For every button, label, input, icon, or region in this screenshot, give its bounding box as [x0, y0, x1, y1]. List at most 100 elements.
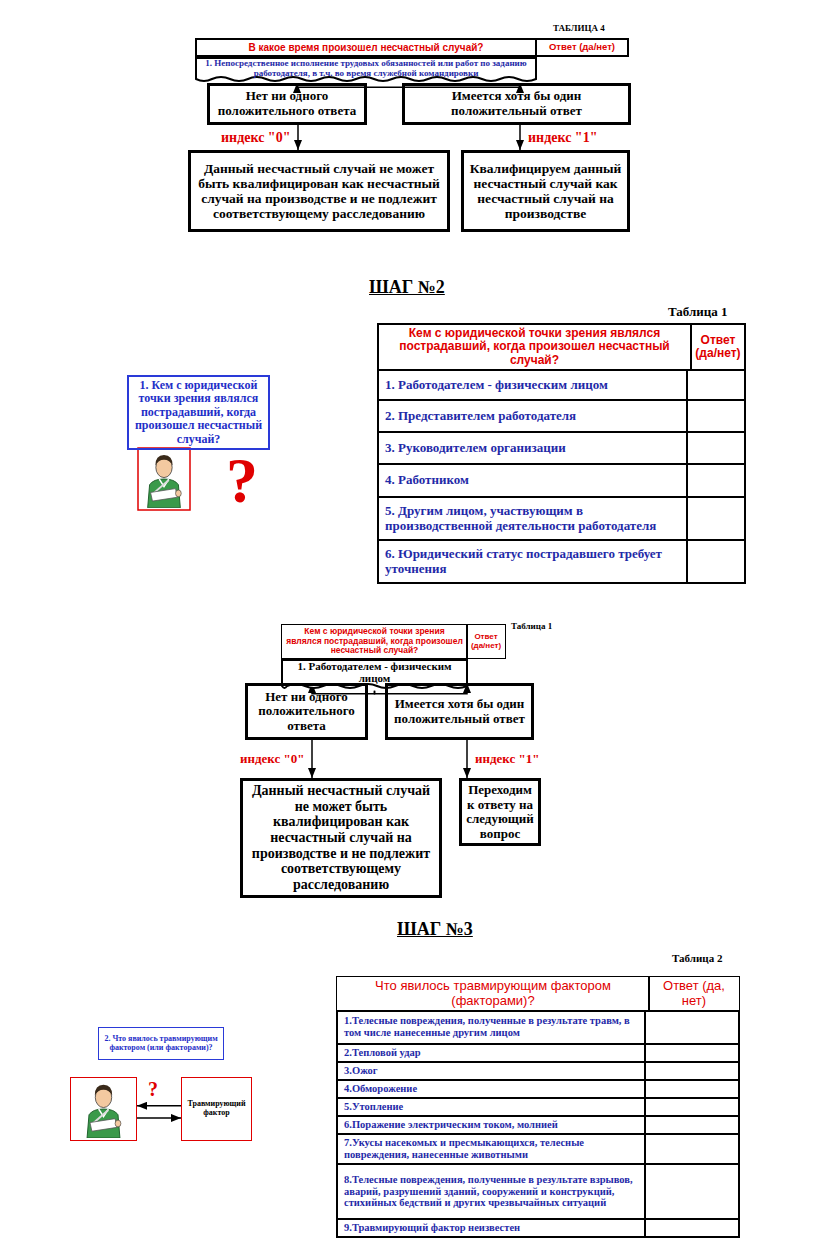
answer-cell: [644, 1165, 738, 1218]
node-text: Ответ (да, нет): [653, 979, 735, 1008]
question-mark: ?: [226, 446, 258, 516]
table-row: 2. Представителем работодателя: [377, 399, 746, 433]
edge-label: индекс "1": [528, 130, 597, 145]
connector-arrow: [137, 1117, 181, 1119]
table-row: 3. Руководителем организации: [377, 431, 746, 465]
node-text: 2. Что явилось травмирующим фактором (ил…: [103, 1035, 219, 1053]
edge-label: индекс "0": [221, 130, 290, 145]
table-row: 2.Тепловой удар: [336, 1043, 740, 1063]
node-text: Переходим к ответу на следующий вопрос: [466, 783, 534, 841]
person-icon: [148, 455, 182, 508]
answer-cell: [686, 541, 744, 582]
process-box: Переходим к ответу на следующий вопрос: [459, 778, 541, 846]
connector-arrow: [311, 740, 313, 778]
connector-arrow: [466, 740, 468, 778]
node-text: 4. Работником: [385, 473, 469, 488]
node-text: 5.Утопление: [344, 1101, 403, 1113]
node-text: 1.Телесные повреждения, полученные в рез…: [344, 1015, 640, 1039]
node-text: 5. Другим лицом, участвующим в производс…: [385, 504, 682, 533]
connector-arrow: [137, 1105, 181, 1107]
answer-cell: [644, 1099, 738, 1115]
answer-cell: [644, 1063, 738, 1079]
table-row: 1.Телесные повреждения, полученные в рез…: [336, 1010, 740, 1045]
node-text: 4.Обморожение: [344, 1083, 417, 1095]
node-text: 2.Тепловой удар: [344, 1047, 421, 1059]
answer-cell: [644, 1081, 738, 1097]
answer-cell: [686, 433, 744, 463]
table-caption: Таблица 1: [668, 305, 728, 319]
step-heading: ШАГ №3: [397, 920, 473, 940]
process-box: Данный несчастный случай не может быть к…: [188, 150, 450, 232]
answer-cell: [686, 371, 744, 399]
node-text: 3. Руководителем организации: [385, 441, 566, 456]
process-box: Кем с юридической точки зрения являлся п…: [281, 624, 468, 659]
table-row: 5.Утопление: [336, 1097, 740, 1117]
node-text: 3.Ожог: [344, 1065, 378, 1077]
node-text: Данный несчастный случай не может быть к…: [195, 161, 443, 221]
answer-cell: [686, 401, 744, 431]
step-heading: ШАГ №2: [369, 278, 445, 298]
node-text: 7.Укусы насекомых и пресмыкающихся, теле…: [344, 1137, 640, 1161]
process-box: Данный несчастный случай не может быть к…: [240, 778, 442, 898]
node-text: Нет ни одного положительного ответа: [214, 89, 360, 118]
person-frame: [138, 448, 190, 510]
node-text: Что явилось травмирующим фактором (факто…: [341, 979, 645, 1008]
connector-arrow: [297, 125, 299, 150]
table-row: 4. Работником: [377, 463, 746, 498]
process-box: 1. Кем с юридической точки зрения являлс…: [127, 375, 270, 450]
process-box: Ответ (да/нет): [466, 624, 506, 659]
table-row: 7.Укусы насекомых и пресмыкающихся, теле…: [336, 1133, 740, 1165]
table-caption: ТАБЛИЦА 4: [553, 24, 605, 34]
answer-cell: [686, 498, 744, 539]
answer-cell: [644, 1220, 738, 1236]
answer-cell: [644, 1012, 738, 1043]
node-text: 9.Травмирующий фактор неизвестен: [344, 1222, 520, 1234]
node-text: 1. Работодателем - физическим лицом: [385, 378, 608, 393]
table-row: 6.Поражение электрическим током, молнией: [336, 1115, 740, 1135]
node-text: 6. Юридический статус пострадавшего треб…: [385, 547, 682, 576]
edge-label: индекс "0": [240, 752, 304, 766]
node-text: 2. Представителем работодателя: [385, 409, 576, 424]
process-box: Травмирующий фактор: [181, 1077, 252, 1141]
process-box: Квалифицируем данный несчастный случай к…: [461, 150, 630, 232]
process-box: Имеется хотя бы один положительный ответ: [402, 83, 631, 125]
person-box: ?: [70, 1077, 137, 1141]
table-row: 8.Телесные повреждения, полученные в рез…: [336, 1163, 740, 1220]
wavy-item-box: 1. Непосредственное исполнение трудовых …: [195, 57, 537, 84]
node-text: Кем с юридической точки зрения являлся п…: [286, 627, 463, 656]
node-text: Данный несчастный случай не может быть к…: [247, 783, 435, 893]
process-box: Что явилось травмирующим фактором (факто…: [336, 976, 650, 1011]
process-box: Нет ни одного положительного ответа: [207, 83, 367, 125]
node-text: 1. Непосредственное исполнение трудовых …: [199, 58, 533, 78]
node-text: Ответ (да/нет): [549, 42, 615, 53]
node-text: Имеется хотя бы один положительный ответ: [409, 89, 624, 118]
process-box: 2. Что явилось травмирующим фактором (ил…: [98, 1027, 224, 1060]
node-text: 8.Телесные повреждения, полученные в рез…: [344, 1174, 640, 1209]
table-row: 6. Юридический статус пострадавшего треб…: [377, 539, 746, 584]
node-text: Имеется хотя бы один положительный ответ: [392, 697, 527, 726]
process-box: Ответ (да/нет): [690, 323, 746, 371]
node-text: 6.Поражение электрическим током, молнией: [344, 1119, 558, 1131]
edge-label: индекс "1": [475, 752, 539, 766]
table-caption: Таблица 1: [511, 622, 552, 632]
answer-cell: [644, 1117, 738, 1133]
table-row: 9.Травмирующий фактор неизвестен: [336, 1218, 740, 1238]
node-text: Травмирующий фактор: [186, 1100, 247, 1118]
process-box: Имеется хотя бы один положительный ответ: [385, 683, 534, 740]
node-text: 1. Кем с юридической точки зрения являлс…: [133, 379, 264, 446]
node-text: Квалифицируем данный несчастный случай к…: [468, 161, 623, 221]
question-mark: ?: [148, 1078, 158, 1100]
connector-arrow: [519, 125, 521, 150]
node-text: В какое время произошел несчастный случа…: [249, 42, 484, 53]
process-box: Кем с юридической точки зрения являлся п…: [377, 323, 692, 371]
table-row: 3.Ожог: [336, 1061, 740, 1081]
node-text: Кем с юридической точки зрения являлся п…: [383, 327, 686, 367]
wavy-border: [196, 58, 536, 81]
node-text: Нет ни одного положительного ответа: [252, 690, 361, 734]
answer-cell: [686, 465, 744, 496]
process-box: Нет ни одного положительного ответа: [245, 683, 368, 740]
process-box: В какое время произошел несчастный случа…: [195, 38, 537, 57]
table-caption: Таблица 2: [672, 952, 722, 964]
table-row: 4.Обморожение: [336, 1079, 740, 1099]
node-text: Ответ (да/нет): [468, 633, 504, 651]
